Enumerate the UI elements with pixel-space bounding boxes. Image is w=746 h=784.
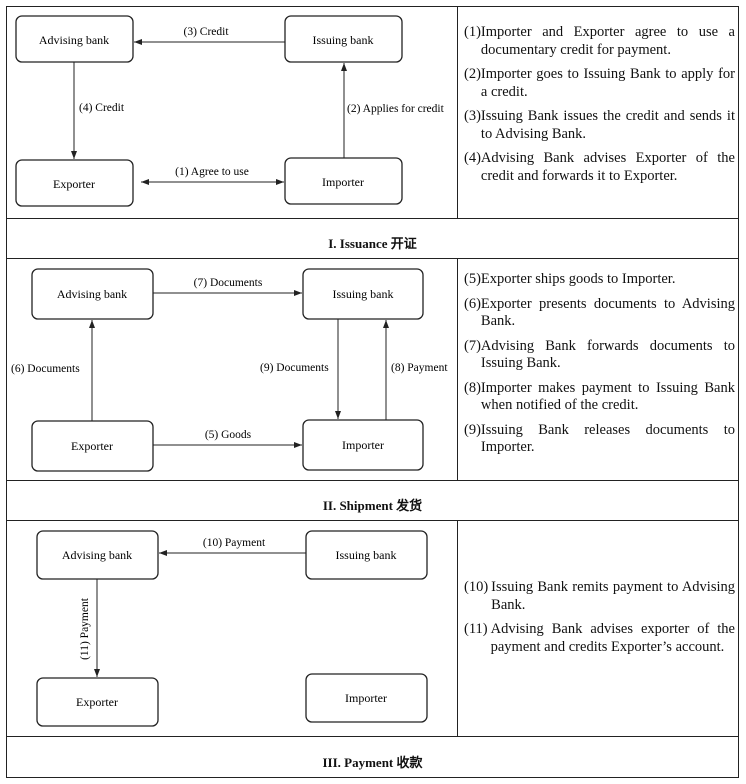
divider-vertical-2 [457, 259, 458, 480]
label-credit-advise: (4) Credit [79, 102, 125, 114]
caption-shipment: II. Shipment 发货 [322, 498, 423, 513]
section-shipment: Advising bank Issuing bank Exporter Impo… [6, 259, 739, 480]
step-2: (2)Importer goes to Issuing Bank to appl… [464, 66, 735, 100]
shipment-steps: (5)Exporter ships goods to Importer. (6)… [464, 271, 735, 464]
advising-bank-label: Advising bank [57, 287, 127, 301]
section-issuance: Advising bank Issuing bank Exporter Impo… [6, 6, 739, 218]
divider-2 [6, 258, 739, 259]
label-agree: (1) Agree to use [175, 166, 249, 178]
arrow-agree-start-head [141, 179, 149, 185]
divider-1 [6, 218, 739, 219]
step-9: (9)Issuing Bank releases documents to Im… [464, 421, 735, 456]
issuing-bank-label: Issuing bank [333, 287, 394, 301]
advising-bank-box: Advising bank [36, 530, 159, 580]
importer-label: Importer [322, 175, 364, 189]
exporter-box: Exporter [15, 159, 134, 207]
label-docs-present: (6) Documents [11, 363, 80, 375]
step-5: (5)Exporter ships goods to Importer. [464, 271, 676, 287]
advising-bank-box: Advising bank [31, 268, 154, 320]
payment-diagram: Advising bank Issuing bank Exporter Impo… [36, 530, 428, 727]
divider-vertical-3 [457, 521, 458, 736]
step-7: (7)Advising Bank forwards documents to I… [464, 337, 735, 372]
issuance-steps: (1)Importer and Exporter agree to use a … [464, 24, 735, 192]
label-credit-exporter: (11) Payment [79, 597, 91, 660]
label-docs-release: (9) Documents [260, 362, 329, 374]
payment-steps: (10)Issuing Bank remits payment to Advis… [464, 579, 735, 663]
step-8: (8)Importer makes payment to Issuing Ban… [464, 379, 735, 414]
figure-frame [6, 6, 739, 778]
exporter-label: Exporter [76, 695, 118, 709]
label-docs-forward: (7) Documents [194, 277, 263, 289]
step-11: (11)Advising Bank advises exporter of th… [464, 621, 735, 655]
issuing-bank-box: Issuing bank [302, 268, 424, 320]
issuance-diagram: Advising bank Issuing bank Exporter Impo… [15, 15, 445, 207]
importer-box: Importer [305, 673, 428, 723]
step-3: (3)Issuing Bank issues the credit and se… [464, 108, 735, 142]
exporter-label: Exporter [53, 177, 95, 191]
step-1: (1)Importer and Exporter agree to use a … [464, 24, 735, 58]
exporter-label: Exporter [71, 439, 113, 453]
issuing-bank-box: Issuing bank [284, 15, 403, 63]
importer-box: Importer [302, 419, 424, 471]
importer-label: Importer [345, 691, 387, 705]
issuing-bank-box: Issuing bank [305, 530, 428, 580]
issuing-bank-label: Issuing bank [336, 548, 397, 562]
importer-box: Importer [284, 157, 403, 205]
importer-label: Importer [342, 438, 384, 452]
label-applies: (2) Applies for credit [347, 103, 445, 115]
caption-payment: III. Payment 收款 [322, 755, 423, 770]
shipment-diagram: Advising bank Issuing bank Exporter Impo… [11, 268, 448, 472]
step-6: (6)Exporter presents documents to Advisi… [464, 295, 735, 330]
issuing-bank-label: Issuing bank [313, 33, 374, 47]
label-goods: (5) Goods [205, 429, 252, 441]
exporter-box: Exporter [36, 677, 159, 727]
label-payment: (8) Payment [391, 362, 448, 374]
divider-5 [6, 736, 739, 737]
label-credit-issue: (3) Credit [183, 26, 229, 38]
advising-bank-label: Advising bank [62, 548, 132, 562]
divider-3 [6, 480, 739, 481]
divider-4 [6, 520, 739, 521]
divider-vertical-1 [457, 6, 458, 218]
step-4: (4)Advising Bank advises Exporter of the… [464, 150, 735, 184]
section-payment: Advising bank Issuing bank Exporter Impo… [6, 521, 739, 736]
step-10: (10)Issuing Bank remits payment to Advis… [464, 579, 735, 613]
advising-bank-label: Advising bank [39, 33, 109, 47]
exporter-box: Exporter [31, 420, 154, 472]
advising-bank-box: Advising bank [15, 15, 134, 63]
label-remit: (10) Payment [203, 537, 266, 549]
caption-issuance: I. Issuance 开证 [328, 236, 417, 251]
